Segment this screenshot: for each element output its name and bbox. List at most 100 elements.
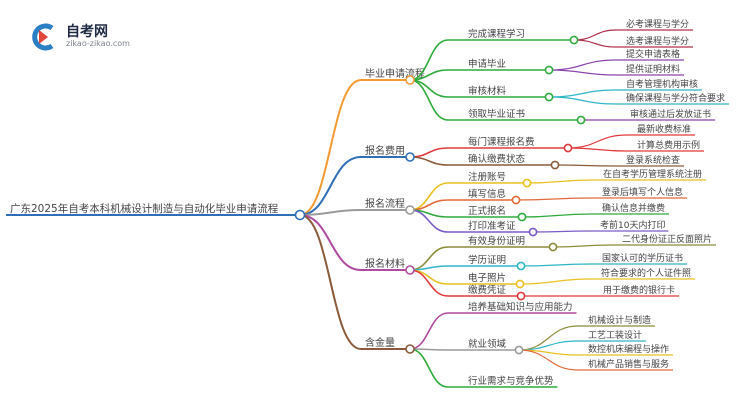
leaf-connector (548, 69, 617, 76)
leaf-topic: 确认信息并缴费 (602, 202, 665, 214)
zikao-logo-icon (32, 23, 54, 51)
subtopic-connector (409, 79, 449, 98)
subtopic-collapse-node[interactable] (522, 178, 532, 188)
leaf-topic: 机械设计与制造 (588, 314, 651, 326)
leaf-topic: 自考管理机构审核 (626, 78, 698, 90)
subtopic-connector (409, 147, 449, 158)
subtopic-collapse-node[interactable] (516, 261, 526, 271)
subtopic: 打印准考证 (468, 220, 516, 232)
branch-connector (299, 79, 362, 216)
subtopic: 填写信息 (468, 188, 506, 200)
branch-topic: 报名材料 (365, 257, 405, 270)
subtopic-collapse-node[interactable] (517, 212, 527, 222)
leaf-topic: 用于缴费的银行卡 (603, 284, 675, 296)
subtopic-connector (409, 348, 449, 388)
subtopic: 审核材料 (468, 85, 507, 97)
branch-topic: 报名流程 (365, 197, 405, 210)
branch-connector (299, 156, 362, 216)
subtopic-connector (409, 156, 449, 166)
leaf-topic: 提供证明材料 (626, 63, 680, 75)
logo-url: zikao-zikao.com (66, 39, 130, 48)
leaf-topic: 符合要求的个人证件照 (601, 267, 691, 279)
leaf-topic: 二代身份证正反面照片 (622, 233, 712, 245)
branch-connector (299, 214, 362, 350)
subtopic: 确认缴费状态 (468, 153, 526, 165)
subtopic-collapse-node[interactable] (544, 65, 554, 75)
subtopic-collapse-node[interactable] (569, 35, 579, 45)
subtopic: 就业领域 (468, 338, 507, 350)
subtopic: 每门课程报名费 (468, 136, 535, 148)
leaf-connector (567, 147, 628, 152)
subtopic: 缴费凭证 (468, 284, 507, 296)
subtopic-collapse-node[interactable] (515, 279, 525, 289)
subtopic: 有效身份证明 (468, 235, 525, 247)
leaf-topic: 数控机床编程与操作 (588, 343, 669, 355)
leaf-topic: 国家认可的学历证书 (602, 252, 683, 264)
branch-collapse-node[interactable] (405, 344, 415, 354)
leaf-connector (548, 89, 617, 98)
leaf-connector (521, 213, 593, 218)
root-topic: 广东2025年自考本科机械设计制造与自动化毕业申请流程 (10, 202, 279, 215)
leaf-connector (554, 164, 617, 167)
subtopic: 培养基础知识与应用能力 (468, 301, 573, 313)
leaf-connector (573, 29, 617, 41)
subtopic: 申请毕业 (468, 58, 506, 70)
subtopic: 学历证明 (468, 254, 506, 266)
leaf-topic: 登录系统检查 (626, 154, 680, 166)
leaf-connector (519, 278, 592, 285)
root-collapse-node[interactable] (294, 209, 306, 221)
leaf-topic: 选考课程与学分 (626, 35, 689, 47)
subtopic-connector (409, 312, 449, 350)
subtopic: 完成课程学习 (468, 28, 525, 40)
branch-collapse-node[interactable] (405, 205, 415, 215)
branch-topic: 含金量 (365, 336, 395, 349)
leaf-topic: 机械产品销售与服务 (588, 358, 669, 370)
subtopic-connector (409, 265, 449, 271)
site-logo: 自考网 zikao-zikao.com (30, 20, 150, 54)
subtopic-collapse-node[interactable] (548, 242, 558, 252)
leaf-topic: 提交申请表格 (626, 48, 680, 60)
leaf-connector (552, 244, 613, 248)
subtopic-collapse-node[interactable] (576, 115, 586, 125)
subtopic: 注册账号 (468, 171, 506, 183)
leaf-connector (518, 325, 579, 351)
subtopic-connector (409, 79, 449, 121)
branch-collapse-node[interactable] (405, 152, 415, 162)
leaf-connector (526, 179, 594, 184)
subtopic-collapse-node[interactable] (544, 92, 554, 102)
logo-name: 自考网 (66, 24, 108, 40)
leaf-topic: 确保课程与学分符合要求 (626, 92, 725, 104)
subtopic: 电子照片 (468, 272, 506, 284)
subtopic-collapse-node[interactable] (511, 195, 521, 205)
subtopic: 领取毕业证书 (468, 108, 526, 120)
leaf-connector (532, 230, 591, 233)
subtopic: 行业需求与竞争优势 (468, 375, 554, 387)
branch-connector (299, 214, 362, 271)
leaf-connector (573, 39, 617, 48)
branch-collapse-node[interactable] (405, 75, 415, 85)
subtopic: 正式报名 (468, 205, 506, 217)
leaf-topic: 在自考学历管理系统注册 (603, 168, 702, 180)
leaf-connector (567, 134, 628, 149)
leaf-connector (518, 349, 579, 371)
subtopic-connector (409, 182, 449, 211)
branch-topic: 报名费用 (365, 144, 405, 157)
leaf-topic: 必考课程与学分 (626, 18, 689, 30)
subtopic-connector (409, 39, 449, 81)
leaf-connector (520, 263, 593, 267)
leaf-connector (548, 96, 617, 105)
leaf-topic: 计算总费用示例 (637, 139, 700, 151)
leaf-topic: 工艺工装设计 (588, 329, 642, 341)
leaf-topic: 最新收费标准 (637, 123, 691, 135)
leaf-topic: 考前10天内打印 (600, 219, 665, 231)
subtopic-collapse-node[interactable] (528, 227, 538, 237)
leaf-connector (515, 197, 593, 201)
leaf-topic: 审核通过后发放证书 (630, 108, 711, 120)
branch-collapse-node[interactable] (405, 265, 415, 275)
subtopic-collapse-node[interactable] (514, 345, 524, 355)
subtopic-collapse-node[interactable] (563, 143, 573, 153)
subtopic-collapse-node[interactable] (516, 291, 526, 301)
subtopic-collapse-node[interactable] (550, 160, 560, 170)
branch-connector (299, 209, 362, 216)
